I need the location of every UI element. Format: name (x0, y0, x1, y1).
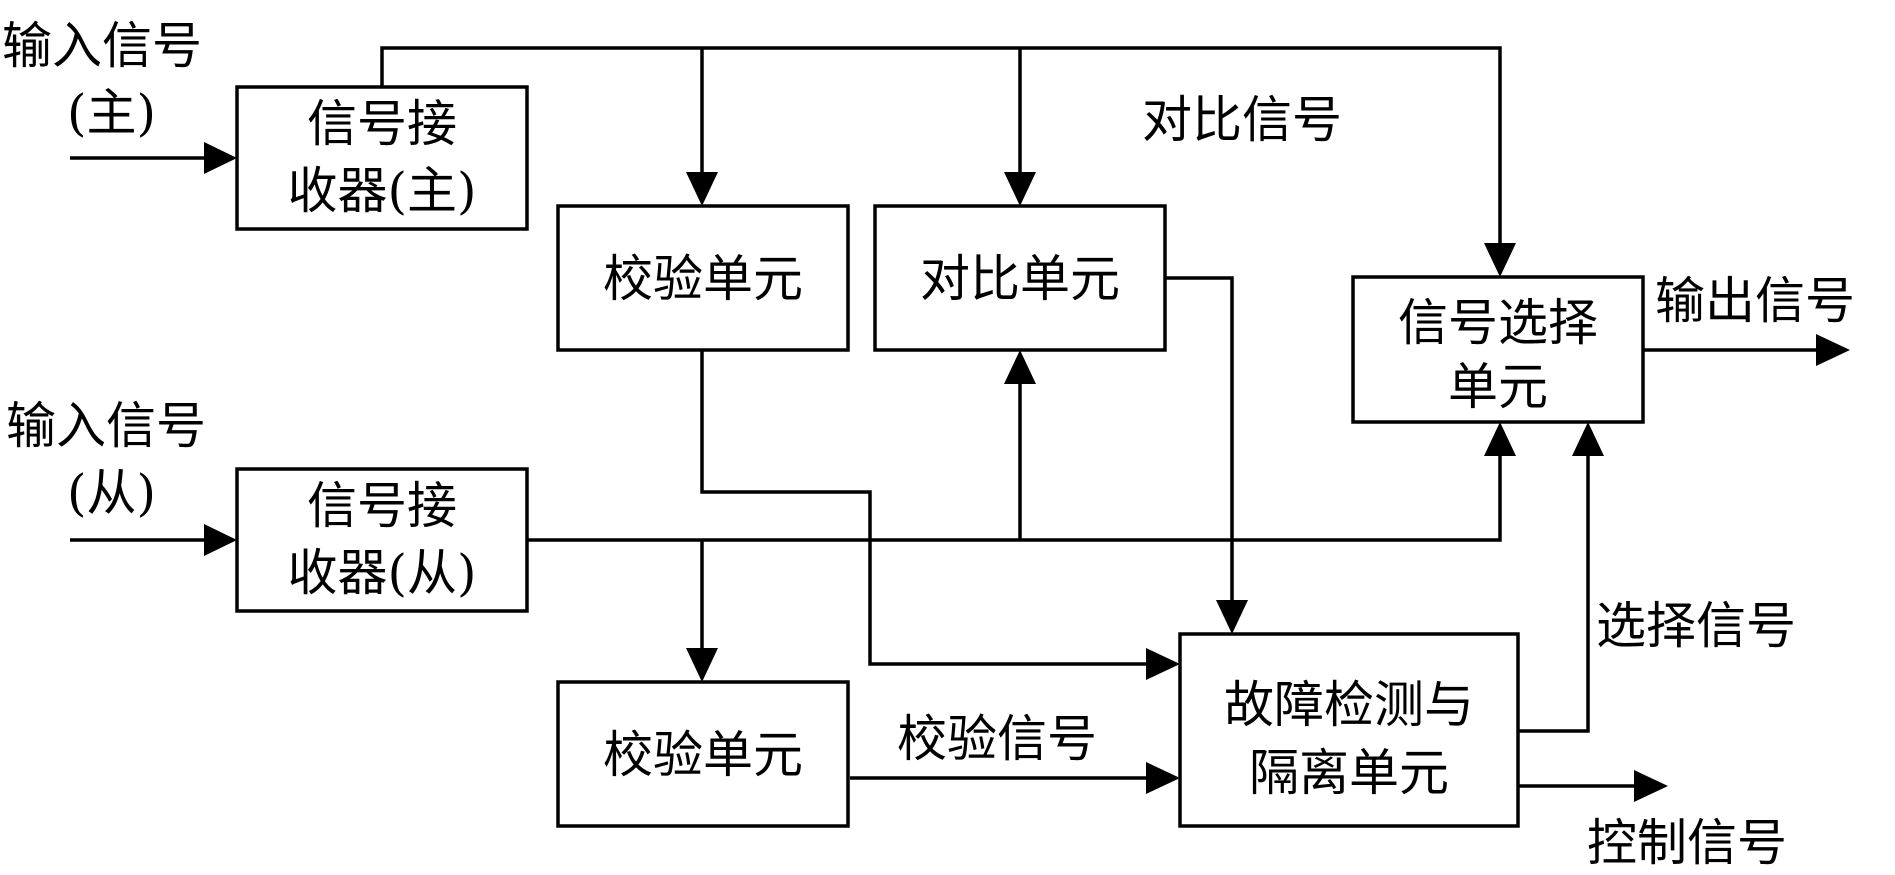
arrowhead-select-bottom-right (1572, 422, 1604, 456)
input-slave-label-line1: 输入信号 (6, 397, 206, 455)
arrowhead-fault-from-check-bottom (1146, 762, 1180, 794)
receiver-main-block (235, 85, 529, 231)
check-unit-top-label: 校验单元 (603, 250, 803, 308)
receiver-main-label-line1: 信号接 (307, 95, 457, 153)
arrowhead-fault-from-check-top (1146, 648, 1180, 680)
check-unit-top-block (556, 204, 850, 352)
fault-unit-label-line1: 故障检测与 (1224, 676, 1474, 734)
output-signal-label: 输出信号 (1655, 272, 1855, 330)
check-unit-bottom-block (556, 680, 850, 828)
arrowhead-select-top (1484, 243, 1516, 277)
control-signal-label: 控制信号 (1587, 814, 1787, 872)
arrowhead-compare-top (1004, 172, 1036, 206)
receiver-slave-label-line2: 收器(从) (287, 544, 476, 602)
input-main-label-line1: 输入信号 (2, 17, 202, 75)
receiver-main-label-line2: 收器(主) (287, 162, 476, 220)
fault-unit-label-line2: 隔离单元 (1249, 744, 1449, 802)
check-signal-label: 校验信号 (897, 710, 1097, 768)
select-unit-label-line2: 单元 (1448, 358, 1548, 416)
wire-check-top-to-fault (700, 350, 1148, 666)
select-unit-block (1351, 275, 1645, 424)
input-slave-label-line2: (从) (67, 464, 156, 522)
receiver-slave-block (235, 467, 529, 613)
arrowhead-receiver-slave (204, 524, 237, 556)
arrowhead-compare-bottom (1004, 350, 1036, 384)
wire-main-bus (380, 46, 1502, 245)
wire-select-signal (1518, 454, 1590, 733)
arrowhead-check-top (686, 172, 718, 206)
input-main-label-line2: (主) (67, 84, 156, 142)
arrowhead-output-signal (1816, 334, 1850, 366)
arrowhead-select-bottom-left (1484, 422, 1516, 456)
select-unit-label-line1: 信号选择 (1398, 294, 1598, 352)
compare-unit-label: 对比单元 (920, 250, 1120, 308)
check-unit-bottom-label: 校验单元 (603, 726, 803, 784)
fault-unit-block (1178, 632, 1520, 828)
arrowhead-check-bottom (686, 648, 718, 682)
select-signal-label: 选择信号 (1596, 597, 1796, 655)
wire-compare-to-fault (1166, 276, 1234, 600)
compare-unit-block (873, 204, 1167, 352)
compare-signal-label: 对比信号 (1142, 91, 1342, 149)
wire-slave-bus (527, 454, 1502, 542)
receiver-slave-label-line1: 信号接 (307, 477, 457, 535)
arrowhead-fault-from-compare (1216, 600, 1248, 634)
arrowhead-receiver-main (204, 142, 237, 174)
arrowhead-control-signal (1634, 770, 1668, 802)
